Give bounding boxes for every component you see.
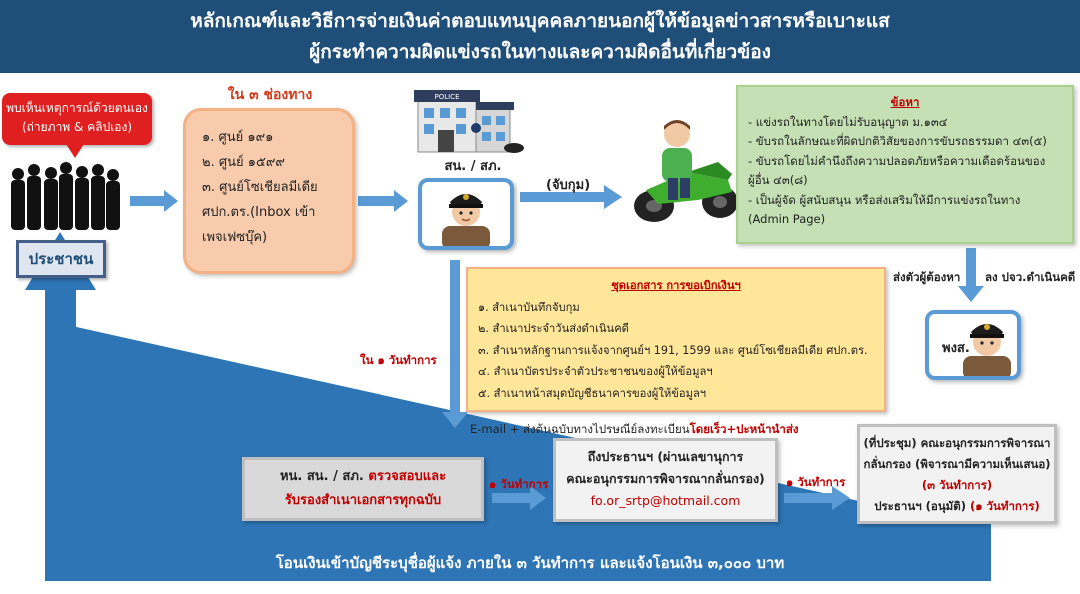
documents-box: ชุดเอกสาร การขอเบิกเงินฯ ๑. สำเนาบันทึกจ… (466, 267, 886, 412)
arrow-down-head (442, 412, 468, 428)
payment-transfer-note: โอนเงินเข้าบัญชีระบุชื่อผู้แจ้ง ภายใน ๓ … (275, 554, 785, 572)
document-item: ๔. สำเนาบัตรประจำตัวประชาชนของผู้ให้ข้อม… (478, 365, 713, 378)
charge-item: - ขับรถโดยไม่คำนึงถึงความปลอดภัยหรือความ… (748, 153, 1046, 168)
station-chief-box: หน. สน. / สภ. ตรวจสอบและ รับรองสำเนาเอกส… (242, 457, 484, 521)
station-chief-title: หน. สน. / สภ. (279, 469, 369, 484)
crowd-silhouette-icon (11, 162, 120, 230)
station-sign: POLICE (434, 93, 459, 101)
email-note-emphasis: โดยเร็ว+ปะหน้านำส่ง (689, 422, 799, 436)
police-officer-icon (442, 194, 490, 246)
chairman-email: fo.or_srtp@hotmail.com (590, 493, 741, 508)
witness-callout: พบเห็นเหตุการณ์ด้วยตนเอง (ถ่ายภาพ & คลิป… (2, 93, 152, 145)
charge-item: ผู้อื่น ๔๓(๘) (748, 173, 808, 187)
station-label: สน. / สภ. (444, 159, 502, 174)
charges-box: ข้อหา - แข่งรถในทางโดยไม่รับอนุญาต ม.๑๓๔… (736, 85, 1074, 244)
send-suspect-label: ส่งตัวผู้ต้องหา (893, 270, 961, 284)
header-line-2: ผู้กระทำความผิดแข่งรถในทางและความผิดอื่น… (309, 41, 771, 63)
investigator-officer-icon (963, 324, 1011, 376)
charge-item: - ขับรถในลักษณะที่ผิดปกติวิสัยของการขับร… (748, 134, 1047, 148)
channel-item: ๑. ศูนย์ ๑๙๑ (202, 130, 274, 145)
witness-callout-line-2: (ถ่ายภาพ & คลิปเอง) (21, 120, 133, 134)
station-chief-line-2: รับรองสำเนาเอกสารทุกฉบับ (284, 493, 442, 508)
committee-meeting-box: (ที่ประชุม) คณะอนุกรรมการพิจารณา กลั่นกร… (857, 424, 1057, 524)
chairman-line-2: คณะอนุกรรมการพิจารณากลั่นกรอง) (566, 471, 765, 486)
investigator-label: พงส. (942, 341, 970, 356)
arrow-chief-chair (492, 486, 546, 510)
charge-item: (Admin Page) (748, 212, 826, 226)
meeting-line-3: (๓ วันทำการ) (921, 478, 993, 492)
days-label-b: ๑ วันทำการ (786, 475, 846, 489)
email-note-text: E-mail + ส่งต้นฉบับทางไปรษณีย์ลงทะเบียน (470, 422, 690, 436)
station-chief-action: ตรวจสอบและ (368, 469, 447, 484)
arrow-violations-shaft (966, 248, 976, 288)
channels-title: ใน ๓ ช่องทาง (227, 87, 313, 103)
documents-title: ชุดเอกสาร การขอเบิกเงินฯ (611, 279, 741, 292)
chairman-line-1: ถึงประธานฯ (ผ่านเลขานุการ (587, 449, 744, 464)
witness-callout-line-1: พบเห็นเหตุการณ์ด้วยตนเอง (6, 101, 148, 115)
document-item: ๕. สำเนาหน้าสมุดบัญชีธนาคารของผู้ให้ข้อม… (478, 386, 707, 400)
arrow-chair-meeting (784, 486, 850, 510)
header-line-1: หลักเกณฑ์และวิธีการจ่ายเงินค่าตอบแทนบุคค… (190, 10, 890, 32)
prosecute-label: ลง ปจว.ดำเนินคดี (985, 270, 1076, 284)
within-1-day-label: ใน ๑ วันทำการ (360, 353, 437, 367)
charges-title: ข้อหา (890, 95, 920, 109)
channels-box: ๑. ศูนย์ ๑๙๑ ๒. ศูนย์ ๑๕๙๙ ๓. ศูนย์โซเชี… (183, 108, 355, 274)
channel-item: ๒. ศูนย์ ๑๕๙๙ (202, 155, 285, 170)
police-officer-card (418, 178, 514, 250)
station-chief-line-1: หน. สน. / สภ. ตรวจสอบและ (245, 465, 481, 489)
callout-tail (66, 144, 84, 158)
document-item: ๒. สำเนาประจำวันส่งดำเนินคดี (478, 322, 629, 335)
arrow-station-arrest (520, 185, 622, 209)
meeting-line-2: กลั่นกรอง (พิจารณามีความเห็นเสนอ) (863, 457, 1051, 471)
charge-item: - แข่งรถในทางโดยไม่รับอนุญาต ม.๑๓๔ (748, 114, 948, 129)
arrow-down-shaft (450, 260, 460, 415)
meeting-line-1: (ที่ประชุม) คณะอนุกรรมการพิจารณา (863, 436, 1051, 450)
charge-item: - เป็นผู้จัด ผู้สนับสนุน หรือส่งเสริมให้… (748, 192, 1021, 207)
meeting-approve: ประธานฯ (อนุมัติ) (874, 499, 970, 513)
document-item: ๓. สำเนาหลักฐานการแจ้งจากศูนย์ฯ 191, 159… (478, 343, 868, 357)
arrest-label: (จับกุม) (546, 178, 591, 193)
channel-item: เพจเฟซบุ๊ค) (202, 230, 268, 245)
police-station-icon: POLICE (414, 90, 524, 153)
page-header: หลักเกณฑ์และวิธีการจ่ายเงินค่าตอบแทนบุคค… (0, 0, 1080, 73)
channel-item: ศปก.ตร.(Inbox เข้า (202, 205, 316, 220)
document-item: ๑. สำเนาบันทึกจับกุม (478, 300, 580, 314)
arrow-citizen-channels (130, 190, 178, 212)
investigator-card (925, 310, 1021, 380)
channel-item: ๓. ศูนย์โซเชียลมีเดีย (202, 180, 318, 195)
motorbike-rider-icon (634, 120, 738, 222)
days-label-a: ๑ วันทำการ (489, 477, 549, 491)
chairman-box: ถึงประธานฯ (ผ่านเลขานุการ คณะอนุกรรมการพ… (553, 438, 778, 522)
email-note: E-mail + ส่งต้นฉบับทางไปรษณีย์ลงทะเบียนโ… (470, 421, 798, 439)
citizen-label: ประชาชน (16, 240, 106, 278)
arrow-channels-station (358, 190, 408, 212)
return-arrow-shaft (45, 285, 76, 581)
meeting-approve-days: (๑ วันทำการ) (970, 499, 1040, 513)
meeting-line-4: ประธานฯ (อนุมัติ) (๑ วันทำการ) (860, 496, 1054, 517)
arrow-violations-head (958, 286, 984, 302)
